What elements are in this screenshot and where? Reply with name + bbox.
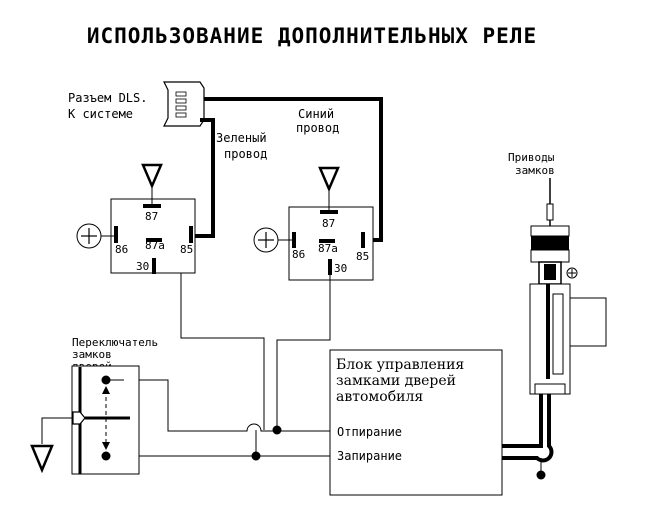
door-lock-switch <box>71 365 140 475</box>
connector-label-line2: К системе <box>68 107 133 121</box>
junction-dot-unlock <box>272 425 282 435</box>
dls-connector <box>163 81 205 127</box>
relay-left-pin-85: 85 <box>180 243 193 256</box>
relay-left-pin-30: 30 <box>136 260 149 273</box>
left-relay-30-wire <box>180 273 265 430</box>
junction-dot-lock <box>251 451 261 461</box>
relay-right-pin-30: 30 <box>334 262 347 275</box>
switch-label-line1: Переключатель <box>72 336 158 349</box>
unlock-terminal-label: Отпирание <box>337 425 402 439</box>
control-unit-line1: Блок управления <box>336 357 464 373</box>
actuators-label-line2: замков <box>515 164 555 177</box>
right-relay-30-wire <box>276 275 331 429</box>
relay-right-pin-85: 85 <box>356 250 369 263</box>
diagram-title: ИСПОЛЬЗОВАНИЕ ДОПОЛНИТЕЛЬНЫХ РЕЛЕ <box>87 24 537 48</box>
relay-left-pin-86: 86 <box>115 243 128 256</box>
relay-right-pin-87a: 87a <box>318 242 338 255</box>
relay-left-pin-87a: 87a <box>145 239 165 252</box>
door-lock-actuator <box>529 178 607 395</box>
blue-wire-label-line2: провод <box>296 121 339 135</box>
green-wire <box>195 118 215 238</box>
ground-symbol <box>30 417 73 474</box>
connector-label-line1: Разъем DLS. <box>68 91 147 105</box>
actuator-wire-2 <box>502 394 554 463</box>
control-unit-line2: замками дверей <box>336 373 456 389</box>
blue-wire-label-line1: Синий <box>298 107 334 121</box>
green-wire-label-line2: провод <box>224 147 267 161</box>
actuator-wire-1 <box>502 394 543 448</box>
unlock-wire <box>124 379 330 432</box>
relay-left-pin-87: 87 <box>145 210 158 223</box>
green-wire-label-line1: Зеленый <box>216 131 267 145</box>
relay-right <box>253 166 374 281</box>
relay-right-pin-86: 86 <box>292 248 305 261</box>
actuators-label-line1: Приводы <box>508 151 555 164</box>
relay-left <box>76 163 196 274</box>
control-unit-box <box>329 349 503 496</box>
control-unit-line3: автомобиля <box>336 389 423 405</box>
switch-label-line2: замков <box>72 348 112 361</box>
lock-terminal-label: Запирание <box>337 449 402 463</box>
relay-right-pin-87: 87 <box>322 217 335 230</box>
